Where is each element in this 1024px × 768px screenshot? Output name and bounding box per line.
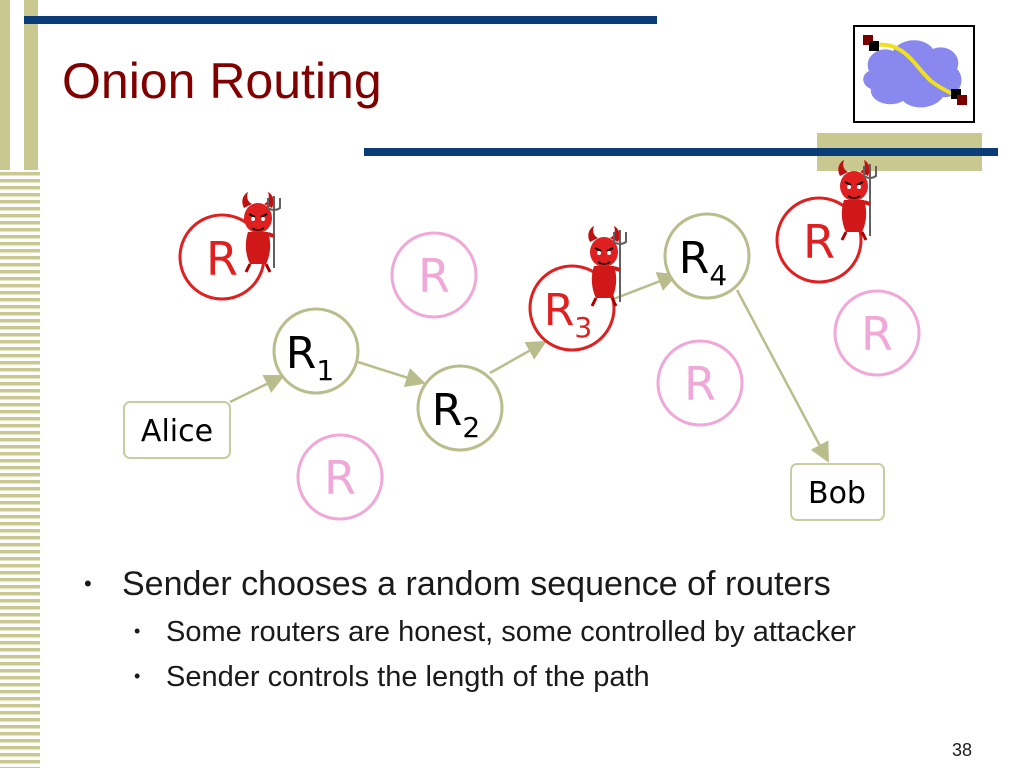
left-striped-border (0, 0, 42, 768)
arrow-r4-bob (735, 289, 830, 463)
router-r1: R1 (272, 307, 360, 395)
svg-text:R: R (684, 357, 716, 411)
router-idle-a: R (390, 231, 478, 319)
svg-text:Alice: Alice (141, 414, 213, 449)
bullet-sub-2: •Sender controls the length of the path (134, 661, 650, 693)
router-r2: R2 (416, 364, 504, 452)
arrow-r3-r4 (610, 272, 678, 302)
bullet-sub-1: •Some routers are honest, some controlle… (134, 616, 856, 648)
svg-text:R: R (206, 232, 238, 286)
svg-text:Bob: Bob (808, 476, 866, 511)
svg-text:R: R (324, 451, 356, 505)
svg-text:R: R (418, 249, 450, 303)
bob-node: Bob (790, 463, 885, 521)
arrow-r2-r3 (489, 340, 547, 375)
svg-text:R1: R1 (286, 328, 334, 387)
header-accent-bar (364, 148, 998, 156)
router-idle-c: R (656, 339, 744, 427)
arrow-alice-r1 (229, 374, 285, 404)
svg-text:R2: R2 (432, 385, 480, 444)
arrow-r1-r2 (357, 360, 426, 388)
router-idle-b: R (296, 433, 384, 521)
page-number: 38 (952, 740, 973, 760)
top-accent-bar (24, 16, 657, 24)
svg-text:R: R (803, 215, 835, 269)
network-cloud-icon (853, 25, 975, 123)
svg-text:R4: R4 (679, 233, 727, 292)
router-attacker-b: R (775, 196, 863, 284)
router-attacker-a: R (178, 213, 266, 301)
svg-text:R: R (861, 307, 893, 361)
bullet-main: •Sender chooses a random sequence of rou… (84, 565, 831, 603)
alice-node: Alice (123, 401, 231, 459)
router-r4: R4 (663, 212, 751, 300)
svg-text:R3: R3 (544, 285, 592, 344)
router-idle-d: R (833, 289, 921, 377)
page-title: Onion Routing (62, 53, 382, 109)
